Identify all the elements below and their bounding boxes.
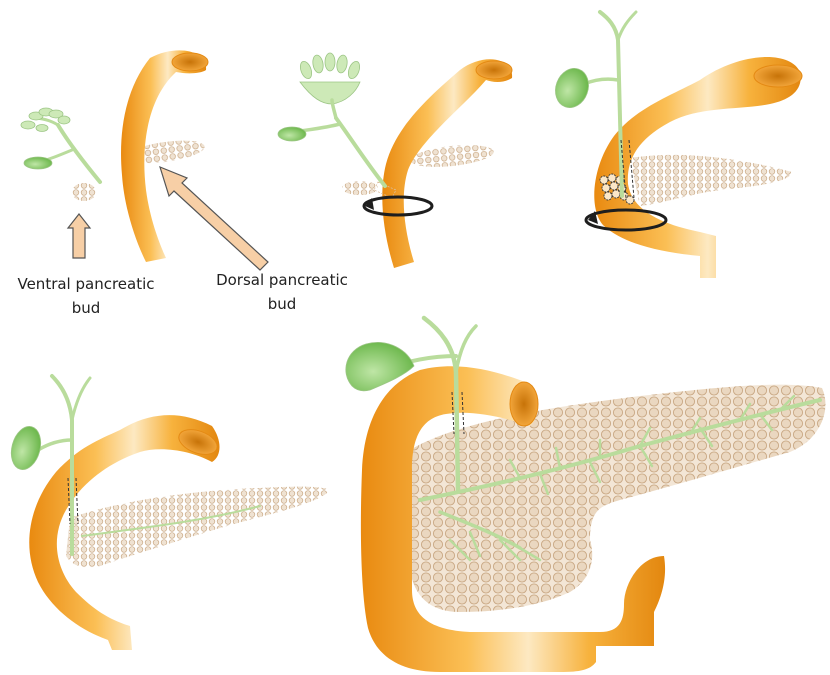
stage-2 xyxy=(278,53,512,268)
stage-3 xyxy=(550,12,802,278)
pancreas xyxy=(66,487,330,568)
dorsal-bud-arrow xyxy=(160,167,268,270)
stage-4 xyxy=(7,376,330,650)
bile-duct xyxy=(336,118,385,186)
gallbladder xyxy=(7,423,45,473)
stage-1: Ventral pancreatic bud Dorsal pancreatic… xyxy=(17,50,347,317)
dorsal-pancreas xyxy=(630,155,792,206)
duodenum-lumen xyxy=(172,53,208,71)
dorsal-bud-label-line1: Dorsal pancreatic xyxy=(216,271,348,289)
ventral-bud xyxy=(72,183,96,201)
ventral-bud-arrow xyxy=(68,214,90,258)
gallbladder xyxy=(278,127,306,141)
duodenum-lumen xyxy=(754,65,802,87)
dorsal-bud-label-line2: bud xyxy=(268,295,297,313)
ventral-bud-label-line1: Ventral pancreatic xyxy=(17,275,154,293)
stage-5 xyxy=(346,318,826,672)
gallbladder xyxy=(550,64,594,113)
gallbladder xyxy=(24,157,52,169)
duodenum-lumen xyxy=(510,382,538,426)
liver-bud xyxy=(298,53,362,104)
ventral-bud-label-line2: bud xyxy=(72,299,101,317)
duodenum-lumen xyxy=(476,61,512,79)
